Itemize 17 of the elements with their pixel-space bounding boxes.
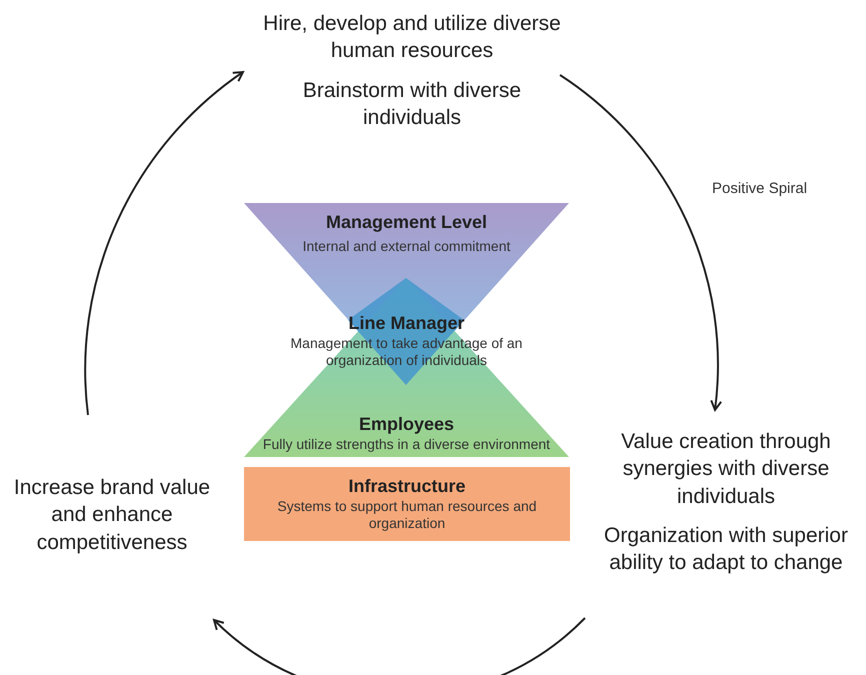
level-title: Line Manager: [348, 312, 465, 334]
infrastructure-bar: [244, 467, 570, 541]
statement-text: Brainstorm with diverse individuals: [302, 78, 522, 131]
level-title: Management Level: [326, 211, 488, 234]
level-description: Fully utilize strengths in a diverse environment: [262, 436, 550, 453]
level-title: Infrastructure: [348, 475, 466, 498]
level-title: Employees: [358, 413, 454, 436]
statement-text: Increase brand value and enhance competitiveness: [12, 475, 212, 556]
statement-text: Value creation through synergies with diverse individuals: [620, 429, 832, 510]
curved-arrow: [84, 71, 244, 416]
curved-arrow: [559, 74, 722, 411]
statement-text: Hire, develop and utilize diverse human resources: [262, 11, 562, 64]
curved-arrow: [213, 617, 586, 675]
level-description: Systems to support human resources and organization: [276, 498, 538, 533]
level-description: Internal and external commitment: [302, 238, 510, 255]
spiral-label: Positive Spiral: [712, 179, 808, 199]
statement-text: Organization with superior ability to adapt to change: [603, 522, 849, 576]
